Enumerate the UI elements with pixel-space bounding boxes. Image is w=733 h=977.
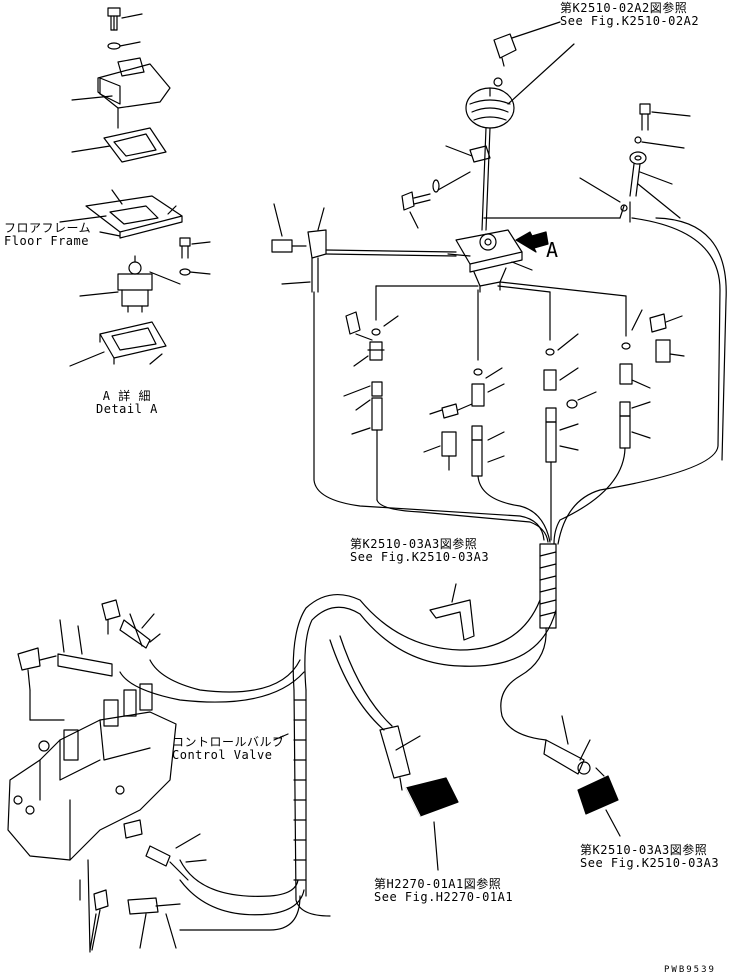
hose-end-icon	[57, 653, 113, 677]
hose-end-icon	[379, 725, 411, 779]
ref-note-hose-bundle: 第K2510-03A3図参照 See Fig.K2510-03A3	[350, 538, 489, 564]
eye-fitting-icon	[629, 151, 647, 197]
ref-jp: 第K2510-03A3図参照	[580, 843, 708, 857]
washer-icon	[179, 268, 191, 276]
ref-en: See Fig.K2510-02A2	[560, 14, 700, 28]
washer-icon	[432, 179, 440, 193]
switch-icon	[493, 33, 517, 87]
floor-frame-en: Floor Frame	[4, 234, 89, 248]
elbow-icon	[271, 239, 293, 253]
hose-branches-group	[343, 281, 685, 501]
boot-icon	[465, 87, 515, 129]
eye-joint-group	[579, 103, 691, 223]
connector-icon	[101, 599, 121, 621]
clamp-bracket-icon	[429, 599, 475, 641]
ref-note-joystick: 第K2510-02A2図参照 See Fig.K2510-02A2	[560, 2, 699, 28]
hose-end-icon	[127, 897, 159, 915]
bolt-icon	[401, 191, 431, 211]
fitting-stack-3	[543, 348, 578, 463]
connector-icon	[123, 819, 143, 839]
fitting-stack-4	[619, 313, 671, 449]
joystick-group	[325, 21, 625, 293]
connector-icon	[577, 775, 619, 815]
detail-a-group	[59, 7, 211, 367]
fitting-stack-1	[345, 311, 385, 501]
ref-en: See Fig.K2510-03A3	[580, 856, 720, 870]
control-valve-label: コントロールバルブ Control Valve	[172, 736, 285, 762]
boot-cover-icon	[97, 57, 171, 129]
pilot-valve-icon	[117, 255, 153, 313]
elbow-icon	[93, 889, 109, 911]
washer-icon	[107, 42, 121, 50]
bracket-plate-icon	[99, 321, 167, 365]
floor-frame-jp: フロアフレーム	[4, 221, 92, 235]
sensor-icon	[405, 777, 459, 817]
drawing-code: PWB9539	[664, 965, 716, 975]
control-valve-en: Control Valve	[172, 748, 273, 762]
washer-icon	[634, 136, 642, 144]
fitting-stack-2	[441, 368, 485, 477]
view-arrow-icon	[515, 231, 549, 253]
detail-a-en: Detail A	[96, 402, 158, 416]
floor-frame-icon	[85, 189, 183, 239]
ref-jp: 第H2270-01A1図参照	[374, 877, 502, 891]
plate-icon	[103, 127, 167, 163]
ref-note-sensor: 第H2270-01A1図参照 See Fig.H2270-01A1	[374, 878, 513, 904]
ref-jp: 第K2510-03A3図参照	[350, 537, 478, 551]
elbow-icon	[17, 647, 41, 671]
bolt-icon	[107, 7, 121, 31]
control-valve-icon	[7, 711, 177, 861]
hose-end-icon	[307, 229, 327, 259]
control-valve-group	[7, 599, 207, 953]
ref-note-valve-right: 第K2510-03A3図参照 See Fig.K2510-03A3	[580, 844, 719, 870]
floor-frame-label: フロアフレーム Floor Frame	[4, 222, 91, 248]
lever-icon	[469, 127, 491, 231]
detail-a-jp: A 詳 細	[102, 389, 151, 403]
elbow-fitting-group	[271, 203, 327, 293]
ref-jp: 第K2510-02A2図参照	[560, 1, 688, 15]
view-marker-a: A	[546, 238, 559, 262]
hose-end-icon	[145, 845, 171, 867]
ref-en: See Fig.K2510-03A3	[350, 550, 490, 564]
right-connector-group	[543, 715, 621, 837]
bolt-icon	[639, 103, 651, 131]
pilot-valve-icon	[455, 229, 523, 293]
bolt-icon	[179, 237, 191, 259]
ref-en: See Fig.H2270-01A1	[374, 890, 514, 904]
sensor-group	[379, 725, 459, 871]
hose-end-icon	[543, 739, 585, 775]
detail-a-label: A 詳 細 Detail A	[96, 390, 158, 416]
hose-routing	[119, 217, 727, 931]
control-valve-jp: コントロールバルブ	[172, 735, 285, 749]
hose-end-icon	[119, 619, 151, 649]
